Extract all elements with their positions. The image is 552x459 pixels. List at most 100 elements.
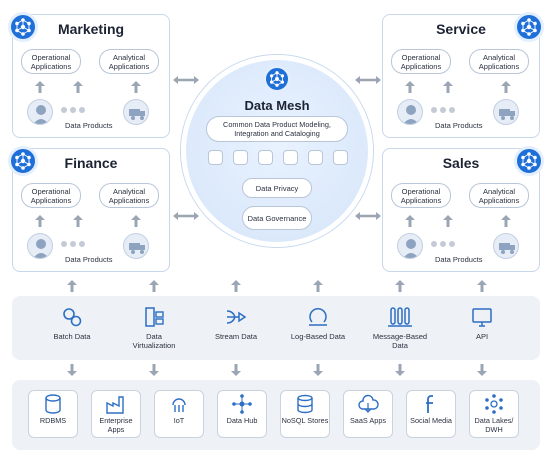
nosql-icon bbox=[297, 394, 313, 414]
up-arrow-icon bbox=[149, 280, 159, 292]
cart-icon bbox=[233, 150, 248, 165]
data-mesh-icon bbox=[264, 66, 290, 92]
bidirectional-arrow-icon bbox=[173, 212, 199, 220]
down-arrow-icon bbox=[231, 364, 241, 376]
monitor-icon bbox=[472, 308, 492, 327]
stream-icon bbox=[226, 310, 247, 324]
truck-icon bbox=[333, 150, 348, 165]
hub-icon bbox=[232, 394, 252, 414]
up-arrow-icon bbox=[501, 215, 511, 227]
log-icon bbox=[309, 307, 327, 326]
lake-icon bbox=[485, 394, 503, 414]
source-data-virtualization: Data Virtualization bbox=[124, 306, 184, 350]
store-saas-apps: SaaS Apps bbox=[343, 390, 393, 438]
source-label: Stream Data bbox=[214, 332, 258, 341]
servers-icon bbox=[145, 307, 164, 327]
source-message-based-data: Message-Based Data bbox=[370, 306, 430, 350]
truck-icon bbox=[493, 99, 519, 125]
domain-title: Finance bbox=[64, 155, 118, 171]
plane-icon bbox=[283, 150, 298, 165]
down-arrow-icon bbox=[149, 364, 159, 376]
truck-icon bbox=[123, 233, 149, 259]
source-log-based-data: Log-Based Data bbox=[288, 306, 348, 341]
up-arrow-icon bbox=[395, 280, 405, 292]
up-arrow-icon bbox=[67, 280, 77, 292]
cloud-icon bbox=[358, 394, 379, 413]
up-arrow-icon bbox=[131, 81, 141, 93]
source-batch-data: Batch Data bbox=[42, 306, 102, 341]
up-arrow-icon bbox=[131, 215, 141, 227]
data-mesh-icon bbox=[8, 146, 38, 176]
analytical-applications: Analytical Applications bbox=[99, 183, 159, 208]
store-iot: IoT bbox=[154, 390, 204, 438]
data-mesh-icon bbox=[8, 12, 38, 42]
person-icon bbox=[258, 150, 273, 165]
store-social-media: Social Media bbox=[406, 390, 456, 438]
store-rdbms: RDBMS bbox=[28, 390, 78, 438]
data-products-label: Data Products bbox=[65, 121, 113, 130]
down-arrow-icon bbox=[67, 364, 77, 376]
source-label: Data Virtualization bbox=[132, 332, 176, 350]
down-arrow-icon bbox=[395, 364, 405, 376]
modeling-integration-box: Common Data Product Modeling, Integratio… bbox=[206, 116, 348, 142]
bidirectional-arrow-icon bbox=[355, 212, 381, 220]
database-icon bbox=[45, 394, 61, 414]
store-label: NoSQL Stores bbox=[281, 416, 329, 425]
bidirectional-arrow-icon bbox=[355, 76, 381, 84]
domain-finance: Finance Operational Applications Analyti… bbox=[12, 148, 170, 272]
operational-applications: Operational Applications bbox=[21, 49, 81, 74]
operational-applications: Operational Applications bbox=[21, 183, 81, 208]
source-api: API bbox=[452, 306, 512, 341]
iot-icon bbox=[172, 398, 186, 412]
up-arrow-icon bbox=[313, 280, 323, 292]
store-label: Data Lakes/ DWH bbox=[474, 416, 514, 434]
store-label: RDBMS bbox=[39, 416, 67, 425]
database-icon bbox=[208, 150, 223, 165]
ellipsis-icon bbox=[431, 241, 455, 247]
store-label: IoT bbox=[173, 416, 185, 425]
source-label: Message-Based Data bbox=[372, 332, 428, 350]
person-icon bbox=[27, 99, 53, 125]
person-icon bbox=[27, 233, 53, 259]
store-enterprise-apps: Enterprise Apps bbox=[91, 390, 141, 438]
ellipsis-icon bbox=[61, 241, 85, 247]
ellipsis-icon bbox=[431, 107, 455, 113]
up-arrow-icon bbox=[35, 215, 45, 227]
store-label: Data Hub bbox=[226, 416, 258, 425]
up-arrow-icon bbox=[73, 215, 83, 227]
domain-service: Service Operational Applications Analyti… bbox=[382, 14, 540, 138]
ingestion-layer bbox=[12, 296, 540, 360]
up-arrow-icon bbox=[405, 215, 415, 227]
source-label: API bbox=[475, 332, 489, 341]
up-arrow-icon bbox=[501, 81, 511, 93]
data-governance-box: Data Governance bbox=[242, 206, 312, 230]
up-arrow-icon bbox=[405, 81, 415, 93]
up-arrow-icon bbox=[73, 81, 83, 93]
facebook-icon bbox=[426, 395, 433, 413]
store-label: Enterprise Apps bbox=[99, 416, 133, 434]
store-label: SaaS Apps bbox=[349, 416, 387, 425]
domain-marketing: Marketing Operational Applications Analy… bbox=[12, 14, 170, 138]
analytical-applications: Analytical Applications bbox=[99, 49, 159, 74]
data-mesh-icon bbox=[514, 12, 544, 42]
domain-title: Marketing bbox=[57, 21, 125, 37]
person-icon bbox=[397, 233, 423, 259]
mesh-domain-icons bbox=[208, 150, 348, 165]
bidirectional-arrow-icon bbox=[173, 76, 199, 84]
domain-sales: Sales Operational Applications Analytica… bbox=[382, 148, 540, 272]
data-mesh-title: Data Mesh bbox=[244, 98, 310, 113]
analytical-applications: Analytical Applications bbox=[469, 49, 529, 74]
operational-applications: Operational Applications bbox=[391, 183, 451, 208]
truck-icon bbox=[493, 233, 519, 259]
ellipsis-icon bbox=[61, 107, 85, 113]
up-arrow-icon bbox=[443, 215, 453, 227]
person-icon bbox=[397, 99, 423, 125]
up-arrow-icon bbox=[443, 81, 453, 93]
up-arrow-icon bbox=[477, 280, 487, 292]
store-data-hub: Data Hub bbox=[217, 390, 267, 438]
data-products-label: Data Products bbox=[435, 255, 483, 264]
store-nosql-stores: NoSQL Stores bbox=[280, 390, 330, 438]
down-arrow-icon bbox=[477, 364, 487, 376]
analytical-applications: Analytical Applications bbox=[469, 183, 529, 208]
down-arrow-icon bbox=[313, 364, 323, 376]
